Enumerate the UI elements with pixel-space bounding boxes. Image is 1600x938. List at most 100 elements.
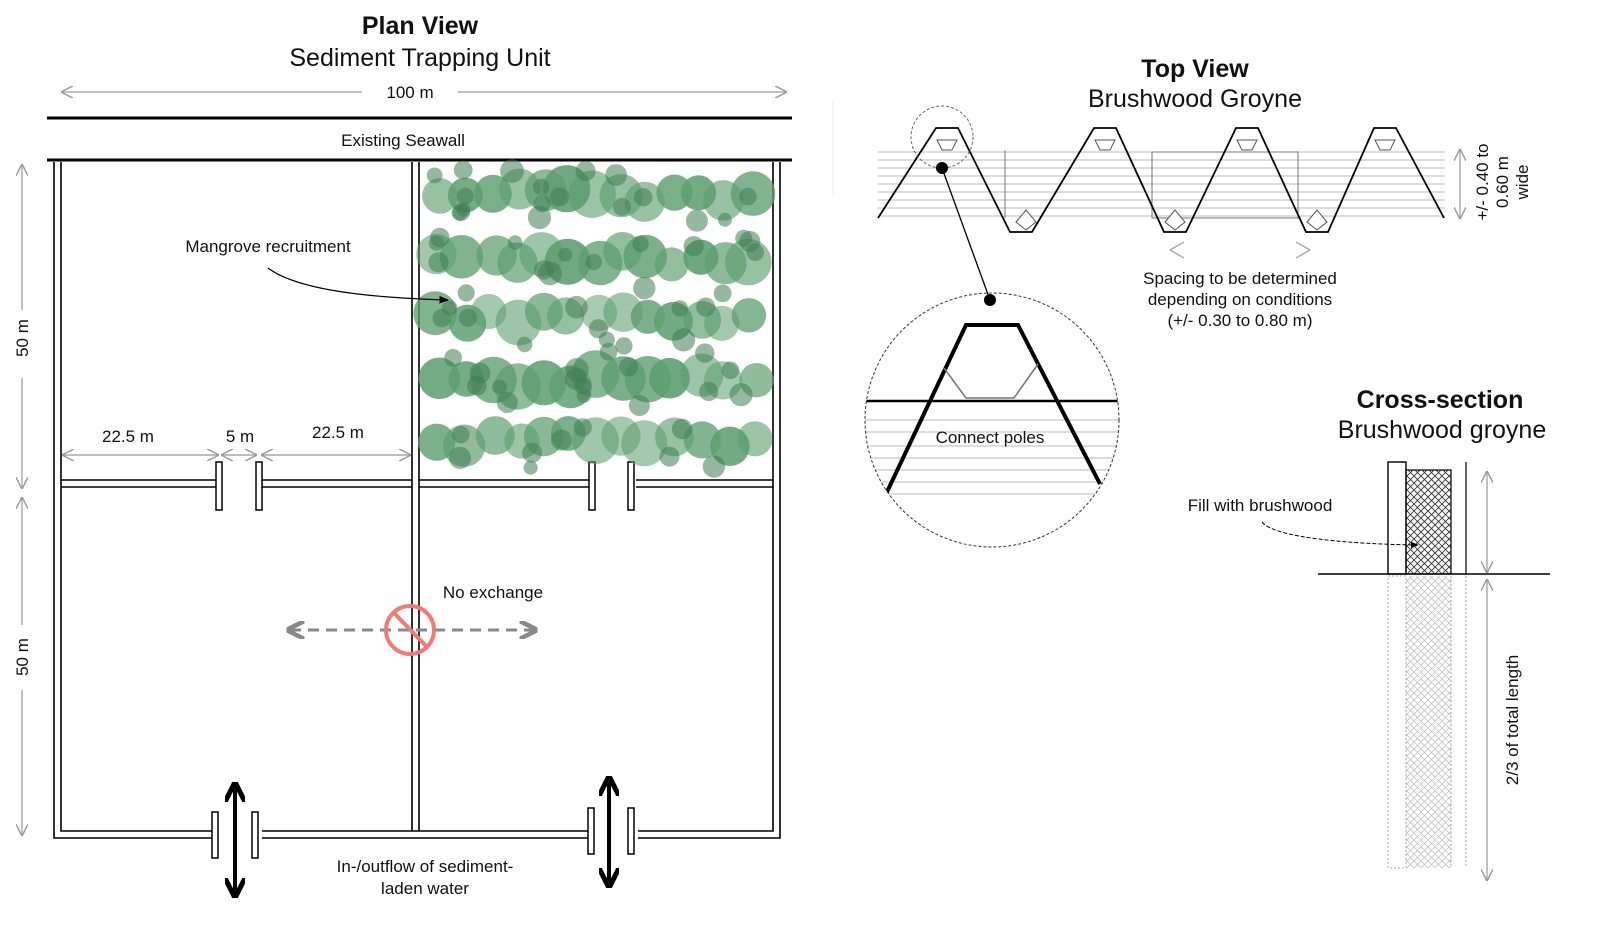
mangrove-tree: [426, 167, 443, 184]
cell-dimensions: 22.5 m 5 m 22.5 m: [63, 423, 410, 455]
inflow-label-line2: laden water: [381, 879, 469, 898]
gate-post: [251, 811, 259, 859]
gate-post: [587, 807, 595, 855]
mangrove-tree: [500, 159, 524, 184]
mangrove-tree: [516, 336, 533, 353]
depth-label: 2/3 of total length: [1503, 655, 1522, 785]
mangrove-tree: [430, 227, 450, 248]
mangrove-tree: [696, 297, 716, 317]
mangrove-tree: [717, 212, 732, 227]
zoom-detail: Connect poles: [864, 292, 1120, 548]
mangrove-tree: [564, 368, 587, 390]
mangrove-tree: [550, 429, 572, 451]
mangrove-tree: [739, 230, 761, 253]
mangrove-tree: [453, 160, 473, 180]
mangrove-tree: [649, 357, 690, 399]
mangrove-tree: [739, 187, 757, 206]
mangrove-tree: [456, 187, 474, 205]
mangrove-tree: [695, 343, 715, 363]
width-annotation: +/- 0.40 to 0.60 m wide: [1473, 143, 1532, 220]
width-line2: 0.60 m: [1493, 156, 1512, 208]
dim-gap-label: 5 m: [226, 427, 254, 446]
mangrove-tree: [632, 235, 649, 253]
mangrove-tree: [671, 300, 689, 317]
mangrove-tree: [737, 421, 773, 457]
brushwood-fill: [1405, 469, 1452, 575]
mangrove-tree: [533, 195, 551, 213]
mangrove-tree: [527, 205, 552, 230]
mangrove-tree: [699, 381, 719, 402]
mangrove-tree: [731, 298, 767, 333]
mangrove-tree: [585, 253, 602, 271]
plan-subtitle: Sediment Trapping Unit: [289, 44, 550, 72]
no-exchange-icon: [384, 604, 436, 656]
height-dimension: 50 m 50 m: [13, 165, 32, 835]
connect-poles-label: Connect poles: [936, 428, 1045, 447]
cross-subtitle: Brushwood groyne: [1338, 416, 1546, 444]
mangrove-tree: [428, 252, 449, 273]
mangrove-tree: [532, 178, 550, 196]
seawall: Existing Seawall: [47, 116, 792, 162]
mangrove-tree: [704, 305, 740, 341]
mangrove-tree: [449, 446, 471, 469]
mangrove-tree: [619, 357, 638, 377]
plan-view: Plan View Sediment Trapping Unit 100 m E…: [13, 12, 792, 898]
flow-arrows: In-/outflow of sediment- laden water: [235, 780, 609, 898]
fill-label: Fill with brushwood: [1188, 496, 1333, 515]
mangrove-tree: [588, 319, 609, 339]
mangrove-tree: [458, 308, 477, 327]
mangrove-tree: [654, 247, 689, 282]
mangrove-tree: [523, 460, 538, 475]
spacing-line3: (+/- 0.30 to 0.80 m): [1167, 311, 1312, 330]
mangrove-tree: [558, 247, 573, 262]
mangrove-tree: [713, 284, 732, 303]
spacing-line1: Spacing to be determined: [1143, 269, 1337, 288]
mangrove-label: Mangrove recruitment: [185, 237, 351, 256]
mangrove-tree: [469, 362, 491, 384]
gate-post: [211, 811, 219, 859]
mangrove-tree: [729, 383, 753, 407]
cross-section: Cross-section Brushwood groyne 2/3 of to…: [1188, 386, 1550, 880]
width-line1: +/- 0.40 to: [1473, 143, 1492, 220]
mangrove-tree: [575, 161, 596, 182]
mangrove-tree: [634, 188, 653, 207]
mangrove-tree: [721, 361, 740, 380]
mangrove-tree: [702, 455, 726, 478]
front-pole: [1387, 461, 1407, 575]
mangrove-tree: [452, 426, 470, 444]
mangrove-tree: [418, 357, 461, 400]
height-lower-label: 50 m: [13, 638, 32, 676]
gate-post: [255, 461, 263, 511]
mangrove-tree: [422, 178, 458, 214]
mangrove-tree: [549, 187, 570, 207]
mangrove-tree: [456, 202, 471, 217]
width-line3: wide: [1513, 165, 1532, 201]
mangrove-tree: [496, 392, 518, 413]
gate-post: [215, 461, 223, 511]
gate-post: [627, 461, 635, 511]
inflow-label-line1: In-/outflow of sediment-: [337, 857, 514, 876]
zoom-indicator: [910, 105, 974, 169]
top-view: Top View Brushwood Groyne: [864, 55, 1532, 548]
top-title: Top View: [1141, 55, 1249, 83]
mangrove-tree: [683, 236, 704, 257]
no-exchange-symbol: No exchange: [290, 583, 543, 656]
mangrove-tree: [671, 418, 693, 440]
mangrove-tree: [685, 209, 708, 232]
mangrove-tree: [538, 261, 562, 286]
mangrove-tree: [573, 418, 592, 437]
mangrove-tree: [492, 379, 507, 395]
seawall-label: Existing Seawall: [341, 131, 465, 150]
mangrove-tree: [522, 442, 543, 463]
plan-title: Plan View: [362, 12, 479, 40]
mangrove-tree: [444, 349, 462, 367]
mangrove-tree: [605, 164, 627, 186]
top-subtitle: Brushwood Groyne: [1088, 85, 1302, 113]
cross-title: Cross-section: [1357, 386, 1524, 414]
mangrove-tree: [439, 234, 484, 279]
mangrove-tree: [672, 328, 696, 352]
mangrove-annotation: Mangrove recruitment: [185, 237, 449, 304]
gate-post: [588, 461, 596, 511]
spacing-line2: depending on conditions: [1148, 290, 1332, 309]
